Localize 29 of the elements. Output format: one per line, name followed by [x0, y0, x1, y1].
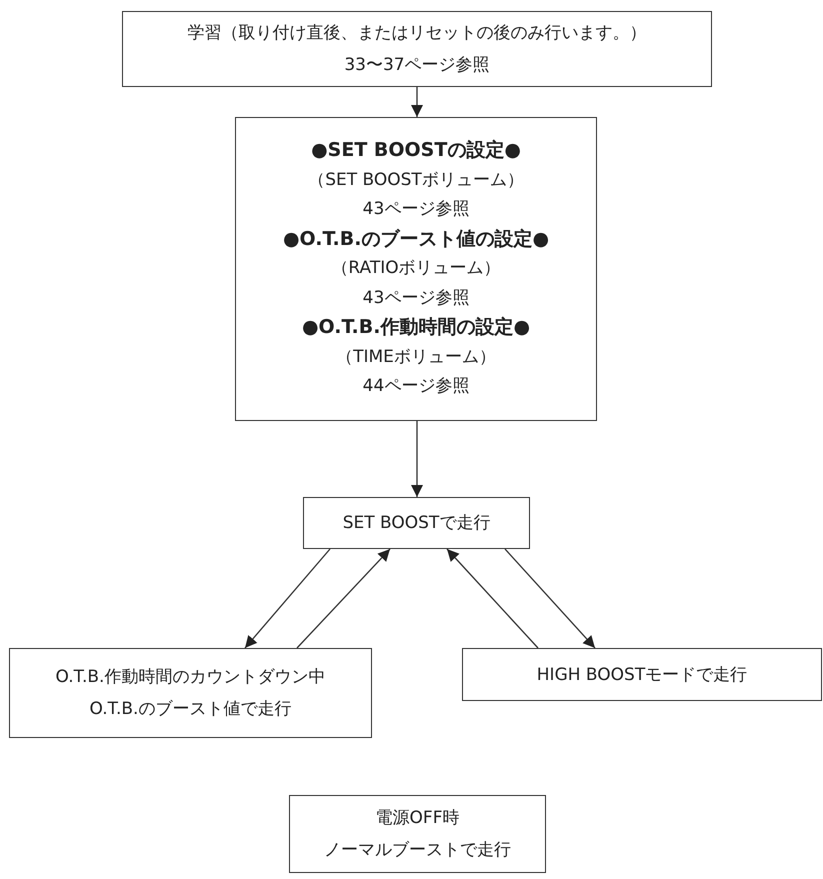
box-text: （SET BOOSTボリューム）	[308, 168, 524, 192]
process-box	[462, 648, 822, 701]
arrow	[411, 87, 423, 117]
process-box	[9, 648, 372, 738]
box-text: 44ページ参照	[362, 375, 470, 398]
arrow	[446, 548, 538, 648]
process-box	[122, 11, 712, 87]
section-heading: ●O.T.B.作動時間の設定●	[302, 315, 530, 340]
box-text: O.T.B.のブースト値で走行	[90, 698, 292, 721]
arrow	[504, 548, 596, 648]
process-box	[289, 795, 546, 873]
box-text: （TIMEボリューム）	[336, 346, 496, 369]
box-text: 43ページ参照	[362, 286, 470, 310]
arrow	[411, 421, 423, 497]
process-box	[235, 117, 597, 421]
box-text: O.T.B.作動時間のカウントダウン中	[56, 666, 326, 689]
box-text: 電源OFF時	[376, 807, 460, 830]
box-text: 33〜37ページ参照	[344, 54, 490, 77]
arrow	[296, 548, 390, 648]
box-text: SET BOOSTで走行	[342, 512, 490, 535]
box-text: 学習（取り付け直後、またはリセットの後のみ行います。）	[188, 22, 646, 45]
section-heading: ●SET BOOSTの設定●	[311, 138, 521, 164]
box-text: 43ページ参照	[362, 198, 470, 222]
box-text: （RATIOボリューム）	[331, 257, 501, 280]
process-box	[303, 497, 530, 549]
section-heading: ●O.T.B.のブースト値の設定●	[282, 226, 550, 252]
box-text: ノーマルブーストで走行	[324, 839, 511, 862]
arrow	[244, 548, 330, 648]
box-text: HIGH BOOSTモードで走行	[536, 664, 748, 686]
